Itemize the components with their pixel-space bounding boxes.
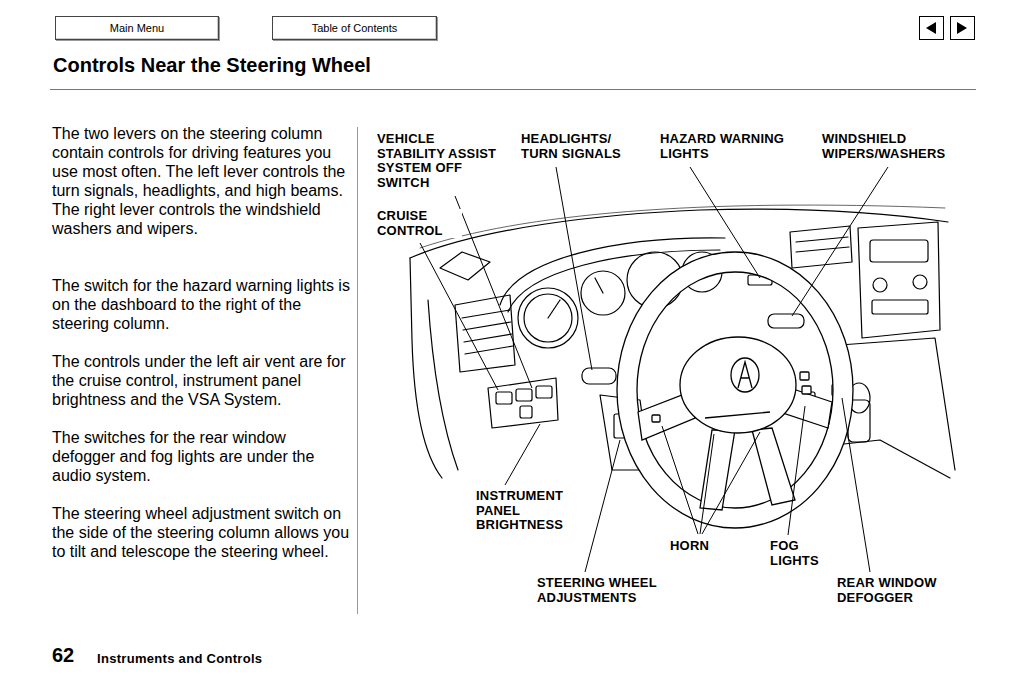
button-label: Table of Contents <box>312 22 398 34</box>
callout-label: WINDSHIELD WIPERS/WASHERS <box>822 132 974 161</box>
body-paragraph: The switch for the hazard warning lights… <box>52 276 352 333</box>
leader-lines <box>420 167 888 572</box>
body-paragraph: The two levers on the steering column co… <box>52 124 352 238</box>
body-paragraph: The controls under the left air vent are… <box>52 352 352 409</box>
callout-label: FOG LIGHTS <box>770 539 834 568</box>
callout-label: VEHICLE STABILITY ASSIST SYSTEM OFF SWIT… <box>377 132 499 190</box>
body-paragraph: The switches for the rear window defogge… <box>52 428 352 485</box>
body-paragraph: The steering wheel adjustment switch on … <box>52 504 352 561</box>
button-label: Main Menu <box>110 22 164 34</box>
callout-label: CRUISE CONTROL <box>377 209 462 238</box>
nav-arrows <box>920 17 975 40</box>
callout-label: REAR WINDOW DEFOGGER <box>837 576 965 605</box>
dashboard-drawing <box>410 205 955 478</box>
section-footer: Instruments and Controls <box>97 651 262 666</box>
callout-label: HAZARD WARNING LIGHTS <box>660 132 810 161</box>
steering-wheel <box>617 252 853 528</box>
callout-label: INSTRUMENT PANEL BRIGHTNESS <box>476 489 582 533</box>
column-divider <box>357 127 358 614</box>
callout-label: HORN <box>670 539 730 554</box>
page-title: Controls Near the Steering Wheel <box>53 54 371 77</box>
callout-label: STEERING WHEEL ADJUSTMENTS <box>537 576 679 605</box>
nav-button: Table of Contents <box>272 16 437 40</box>
page-number: 62 <box>52 644 74 667</box>
header-rule <box>50 89 976 90</box>
nav-button: Main Menu <box>55 16 219 40</box>
callout-label: HEADLIGHTS/ TURN SIGNALS <box>521 132 639 161</box>
